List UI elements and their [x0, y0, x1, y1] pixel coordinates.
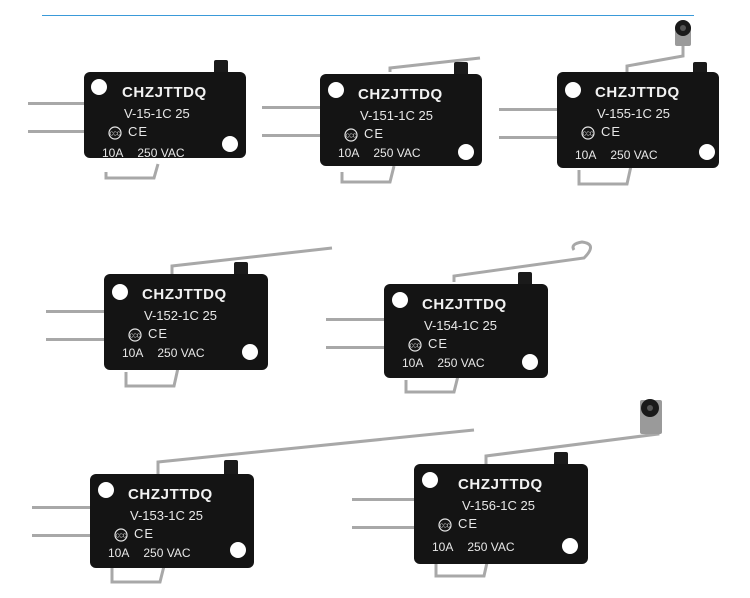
ccc-mark-icon: CCC — [581, 126, 595, 140]
current-rating: 10A — [108, 546, 130, 560]
rating-label: 10A 250 VAC — [402, 356, 485, 370]
rating-label: 10A 250 VAC — [575, 148, 658, 162]
top-rule — [42, 15, 694, 16]
rating-label: 10A 250 VAC — [122, 346, 205, 360]
brand-label: CHZJTTDQ — [422, 296, 507, 313]
model-label: V-156-1C 25 — [462, 498, 535, 513]
brand-label: CHZJTTDQ — [358, 86, 443, 103]
voltage-rating: 250 VAC — [143, 546, 191, 560]
svg-text:CCC: CCC — [583, 132, 594, 138]
voltage-rating: 250 VAC — [373, 146, 421, 160]
svg-text:CCC: CCC — [130, 334, 141, 340]
svg-text:CCC: CCC — [116, 534, 127, 540]
model-label: V-153-1C 25 — [130, 508, 203, 523]
brand-label: CHZJTTDQ — [122, 84, 207, 101]
switch-body-art — [262, 56, 482, 184]
ce-mark-icon: CE — [601, 124, 622, 139]
voltage-rating: 250 VAC — [610, 148, 658, 162]
microswitch-6: CHZJTTDQ V-153-1C 25 CCC CE 10A 250 VAC — [32, 428, 475, 584]
voltage-rating: 250 VAC — [467, 540, 515, 554]
microswitch-4: CHZJTTDQ V-152-1C 25 CCC CE 10A 250 VAC — [46, 246, 333, 388]
brand-label: CHZJTTDQ — [458, 476, 543, 493]
ce-mark-icon: CE — [458, 516, 479, 531]
current-rating: 10A — [575, 148, 597, 162]
model-label: V-154-1C 25 — [424, 318, 497, 333]
ccc-mark-icon: CCC — [128, 328, 142, 342]
model-label: V-151-1C 25 — [360, 108, 433, 123]
current-rating: 10A — [432, 540, 454, 554]
brand-label: CHZJTTDQ — [595, 84, 680, 101]
ce-mark-icon: CE — [364, 126, 385, 141]
rating-label: 10A 250 VAC — [338, 146, 421, 160]
voltage-rating: 250 VAC — [157, 346, 205, 360]
model-label: V-155-1C 25 — [597, 106, 670, 121]
microswitch-5: CHZJTTDQ V-154-1C 25 CCC CE 10A 250 VAC — [326, 240, 592, 394]
switch-body-art — [352, 399, 662, 578]
current-rating: 10A — [402, 356, 424, 370]
voltage-rating: 250 VAC — [137, 146, 185, 160]
current-rating: 10A — [338, 146, 360, 160]
ccc-mark-icon: CCC — [438, 518, 452, 532]
ccc-mark-icon: CCC — [114, 528, 128, 542]
ce-mark-icon: CE — [128, 124, 149, 139]
switch-body-art — [28, 60, 246, 180]
svg-text:CCC: CCC — [410, 344, 421, 350]
microswitch-1: CHZJTTDQ V-15-1C 25 CCC CE 10A 250 VAC — [28, 60, 246, 180]
ce-mark-icon: CE — [428, 336, 449, 351]
ccc-mark-icon: CCC — [408, 338, 422, 352]
voltage-rating: 250 VAC — [437, 356, 485, 370]
rating-label: 10A 250 VAC — [108, 546, 191, 560]
brand-label: CHZJTTDQ — [142, 286, 227, 303]
svg-text:CCC: CCC — [346, 134, 357, 140]
ccc-mark-icon: CCC — [108, 126, 122, 140]
switch-body-art — [46, 246, 333, 388]
microswitch-7: CHZJTTDQ V-156-1C 25 CCC CE 10A 250 VAC — [352, 399, 662, 578]
switch-body-art — [326, 240, 592, 394]
ce-mark-icon: CE — [148, 326, 169, 341]
svg-text:CCC: CCC — [110, 132, 121, 138]
switch-body-art — [32, 428, 475, 584]
rating-label: 10A 250 VAC — [432, 540, 515, 554]
model-label: V-15-1C 25 — [124, 106, 190, 121]
current-rating: 10A — [122, 346, 144, 360]
microswitch-2: CHZJTTDQ V-151-1C 25 CCC CE 10A 250 VAC — [262, 56, 482, 184]
svg-text:CCC: CCC — [440, 524, 451, 530]
current-rating: 10A — [102, 146, 124, 160]
microswitch-3: CHZJTTDQ V-155-1C 25 CCC CE 10A 250 VAC — [499, 20, 719, 186]
brand-label: CHZJTTDQ — [128, 486, 213, 503]
rating-label: 10A 250 VAC — [102, 146, 185, 160]
ccc-mark-icon: CCC — [344, 128, 358, 142]
model-label: V-152-1C 25 — [144, 308, 217, 323]
switch-body-art — [499, 20, 719, 186]
ce-mark-icon: CE — [134, 526, 155, 541]
